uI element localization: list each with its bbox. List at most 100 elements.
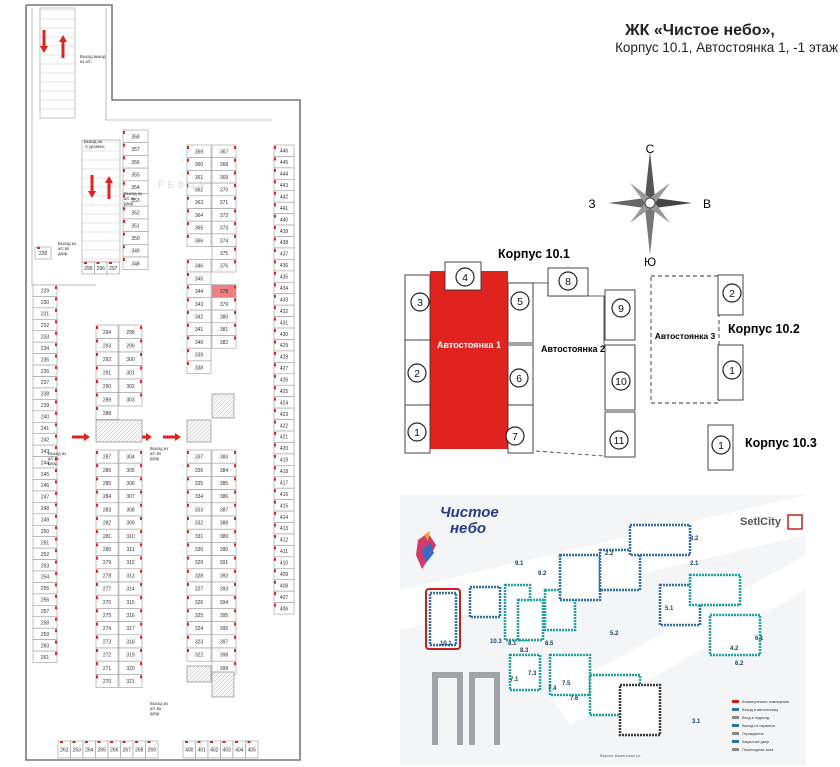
parking-space-305[interactable]: 305 xyxy=(118,462,143,477)
svg-text:320: 320 xyxy=(126,666,135,672)
parking-space-369[interactable]: 369 xyxy=(211,170,237,184)
parking-space-362[interactable]: 362 xyxy=(186,182,212,197)
parking-space-316[interactable]: 316 xyxy=(118,608,143,622)
parking-space-335[interactable]: 335 xyxy=(186,476,212,490)
parking-space-357[interactable]: 357 xyxy=(122,142,149,156)
parking-space-261[interactable]: 261 xyxy=(32,650,58,663)
svg-text:420: 420 xyxy=(280,446,289,452)
parking-space-393[interactable]: 393 xyxy=(211,581,237,596)
svg-text:369: 369 xyxy=(220,175,229,181)
svg-text:Выход из: Выход из xyxy=(48,451,66,456)
parking-space-350[interactable]: 350 xyxy=(122,231,149,245)
parking-space-356[interactable]: 356 xyxy=(122,155,149,169)
parking-space-284[interactable]: 284 xyxy=(95,489,119,504)
parking-space-332[interactable]: 332 xyxy=(186,515,212,530)
parking-space-306[interactable]: 306 xyxy=(118,476,143,490)
parking-space-359[interactable]: 359 xyxy=(186,144,212,158)
parking-space-303[interactable]: 303 xyxy=(118,392,143,407)
svg-text:439: 439 xyxy=(280,229,289,235)
parking-space-289[interactable]: 289 xyxy=(95,392,119,407)
parking-space-403[interactable]: 403 xyxy=(220,740,234,759)
parking-space-300[interactable]: 300 xyxy=(118,351,143,366)
parking-space-406[interactable]: 406 xyxy=(273,602,295,615)
parking-space-272[interactable]: 272 xyxy=(95,647,119,662)
parking-space-390[interactable]: 390 xyxy=(211,542,237,556)
parking-space-402[interactable]: 402 xyxy=(207,740,221,759)
section-badge-3[interactable]: 3 xyxy=(410,292,430,312)
parking-space-351[interactable]: 351 xyxy=(122,218,149,232)
parking-space-333[interactable]: 333 xyxy=(186,502,212,517)
section-badge-6[interactable]: 6 xyxy=(509,368,529,388)
parking-space-292[interactable]: 292 xyxy=(95,351,119,366)
exit-level2-label: Выезд на-2 уровень xyxy=(84,139,105,149)
svg-text:401: 401 xyxy=(198,748,207,754)
parking-space-279[interactable]: 279 xyxy=(95,555,119,570)
svg-text:322: 322 xyxy=(195,653,204,659)
section-badge-1[interactable]: 1 xyxy=(407,422,427,442)
svg-text:Выход из паркинга: Выход из паркинга xyxy=(742,724,776,728)
parking-space-304[interactable]: 304 xyxy=(118,449,143,464)
svg-text:273: 273 xyxy=(103,639,112,645)
parking-space-378[interactable]: 378 xyxy=(211,284,237,298)
k102-section-badge-1[interactable]: 1 xyxy=(722,360,742,380)
parking-space-348[interactable]: 348 xyxy=(122,256,149,270)
svg-text:304: 304 xyxy=(126,455,135,461)
svg-text:398: 398 xyxy=(220,653,229,659)
svg-text:Коммерческие помещения: Коммерческие помещения xyxy=(742,700,789,704)
minimap-legend-item-2: Въезд в автостоянку xyxy=(732,708,778,712)
parking-space-277[interactable]: 277 xyxy=(95,581,119,596)
parking-space-334[interactable]: 334 xyxy=(186,489,212,504)
parking-space-336[interactable]: 336 xyxy=(186,462,212,477)
parking-space-269[interactable]: 269 xyxy=(145,740,159,759)
section-badge-11[interactable]: 11 xyxy=(609,430,629,450)
parking-space-376[interactable]: 376 xyxy=(211,258,237,273)
k103-section-badge[interactable]: 1 xyxy=(711,435,731,455)
parking-space-270[interactable]: 270 xyxy=(95,674,119,688)
parking-space-318[interactable]: 318 xyxy=(118,634,143,649)
k102-section-badge-2[interactable]: 2 xyxy=(722,283,742,303)
parking-space-275[interactable]: 275 xyxy=(95,608,119,622)
svg-text:413: 413 xyxy=(280,526,289,532)
section-badge-9[interactable]: 9 xyxy=(611,298,631,318)
parking-space-338[interactable]: 338 xyxy=(186,360,212,374)
parking-space-310[interactable]: 310 xyxy=(118,528,143,543)
parking-space-322[interactable]: 322 xyxy=(186,647,212,662)
section-badge-2[interactable]: 2 xyxy=(407,363,427,383)
parking-1-area[interactable] xyxy=(430,271,508,449)
svg-text:271: 271 xyxy=(103,666,112,672)
parking-space-308[interactable]: 308 xyxy=(118,502,143,517)
parking-space-405[interactable]: 405 xyxy=(245,740,259,759)
parking-space-321[interactable]: 321 xyxy=(118,674,143,688)
parking-space-288[interactable]: 288 xyxy=(95,405,119,420)
parking-space-268[interactable]: 268 xyxy=(132,740,146,759)
parking-space-370[interactable]: 370 xyxy=(211,182,237,197)
parking-space-358[interactable]: 358 xyxy=(122,129,149,143)
section-badge-8[interactable]: 8 xyxy=(558,271,578,291)
parking-space-366[interactable]: 366 xyxy=(186,233,212,247)
parking-space-341[interactable]: 341 xyxy=(186,322,212,336)
parking-space-325[interactable]: 325 xyxy=(186,608,212,622)
parking-space-281[interactable]: 281 xyxy=(95,528,119,543)
svg-text:354: 354 xyxy=(131,185,140,191)
parking-space-264[interactable]: 264 xyxy=(82,740,96,759)
parking-space-317[interactable]: 317 xyxy=(118,621,143,636)
section-badge-7[interactable]: 7 xyxy=(505,426,525,446)
parking-space-326[interactable]: 326 xyxy=(186,594,212,609)
section-badge-5[interactable]: 5 xyxy=(510,291,530,311)
parking-space-368[interactable]: 368 xyxy=(211,157,237,171)
section-badge-10[interactable]: 10 xyxy=(611,371,631,391)
svg-text:418: 418 xyxy=(280,469,289,475)
arrow-down-ramp xyxy=(88,175,96,198)
parking-space-379[interactable]: 379 xyxy=(211,297,237,311)
parking-space-342[interactable]: 342 xyxy=(186,309,212,324)
svg-text:351: 351 xyxy=(131,223,140,229)
section-badge-4[interactable]: 4 xyxy=(455,267,475,287)
parking-space-297[interactable]: 297 xyxy=(106,261,120,275)
parking-space-382[interactable]: 382 xyxy=(211,335,237,349)
svg-text:235: 235 xyxy=(41,357,50,363)
parking-space-228[interactable]: 228 xyxy=(34,246,52,260)
parking-space-302[interactable]: 302 xyxy=(118,378,143,393)
parking-space-401[interactable]: 401 xyxy=(195,740,209,759)
parking-space-273[interactable]: 273 xyxy=(95,634,119,649)
parking-space-287[interactable]: 287 xyxy=(95,449,119,464)
